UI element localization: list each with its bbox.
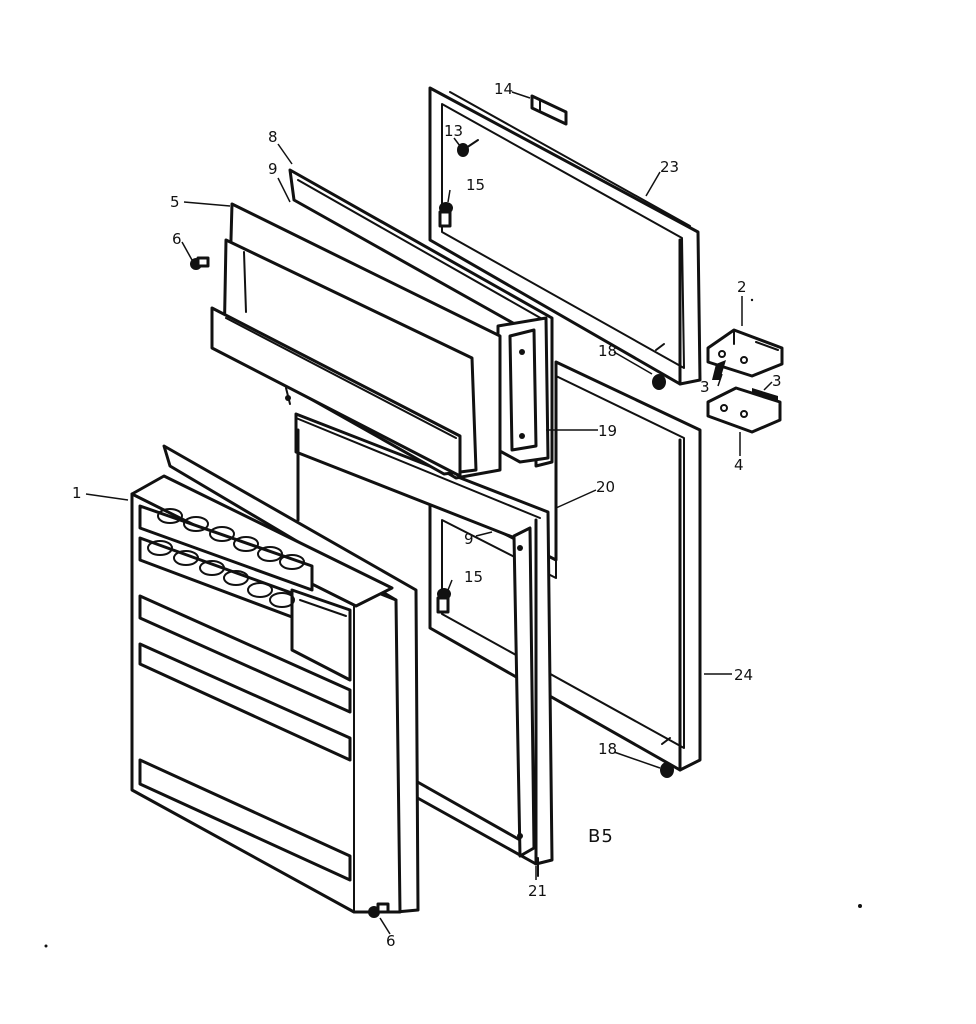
- callout-21: 21: [528, 882, 547, 900]
- leader-lines: [85, 91, 773, 935]
- part-15-door-stop-upper: [438, 202, 453, 228]
- part-15-door-stop-lower: [436, 588, 451, 614]
- callout-6-upper: 6: [172, 230, 182, 248]
- callout-labels: 1 2 3 3 4 5 6 6 8 9 9 13 14 15 15 18 18 …: [72, 80, 782, 950]
- part-20-lower-door-liner: [294, 412, 554, 866]
- callout-14: 14: [494, 80, 513, 98]
- callout-15-upper: 15: [466, 176, 485, 194]
- callout-20: 20: [596, 478, 615, 496]
- callout-4: 4: [734, 456, 744, 474]
- callout-5: 5: [170, 193, 180, 211]
- part-5-freezer-shelf: [210, 202, 502, 480]
- part-18-bushing-lower: [660, 737, 674, 778]
- part-6-screw-upper: [190, 256, 210, 270]
- part-23-upper-door-panel: [428, 86, 702, 386]
- egg-cups-bottom-row: [147, 540, 295, 608]
- callout-15-lower: 15: [464, 568, 483, 586]
- callout-24: 24: [734, 666, 753, 684]
- part-3-shim-left: [712, 360, 726, 380]
- callout-9-upper: 9: [268, 160, 278, 178]
- part-4-lower-hinge: [706, 386, 782, 434]
- callout-13: 13: [444, 122, 463, 140]
- part-8-upper-gasket: [288, 168, 554, 468]
- part-18-bushing-upper: [652, 343, 666, 390]
- callout-9-lower: 9: [464, 530, 474, 548]
- callout-23: 23: [660, 158, 679, 176]
- callout-6-lower: 6: [386, 932, 396, 950]
- callout-3-right: 3: [772, 372, 782, 390]
- part-14-hinge-bracket: [530, 94, 568, 126]
- egg-cups-top-row: [157, 508, 305, 570]
- callout-3-left: 3: [700, 378, 710, 396]
- part-19-upper-door-liner: [496, 316, 550, 464]
- callout-8: 8: [268, 128, 278, 146]
- scan-specks: [44, 298, 862, 948]
- callout-19: 19: [598, 422, 617, 440]
- callout-1: 1: [72, 484, 82, 502]
- callout-18-upper: 18: [598, 342, 617, 360]
- part-6-screw-lower: [368, 902, 390, 918]
- callout-2: 2: [737, 278, 747, 296]
- part-13-screw: [457, 139, 479, 157]
- part-2-upper-hinge: [706, 328, 784, 378]
- diagram-id-label: B5: [588, 826, 614, 847]
- callout-18-lower: 18: [598, 740, 617, 758]
- part-1-lower-door-shelf: [130, 444, 420, 914]
